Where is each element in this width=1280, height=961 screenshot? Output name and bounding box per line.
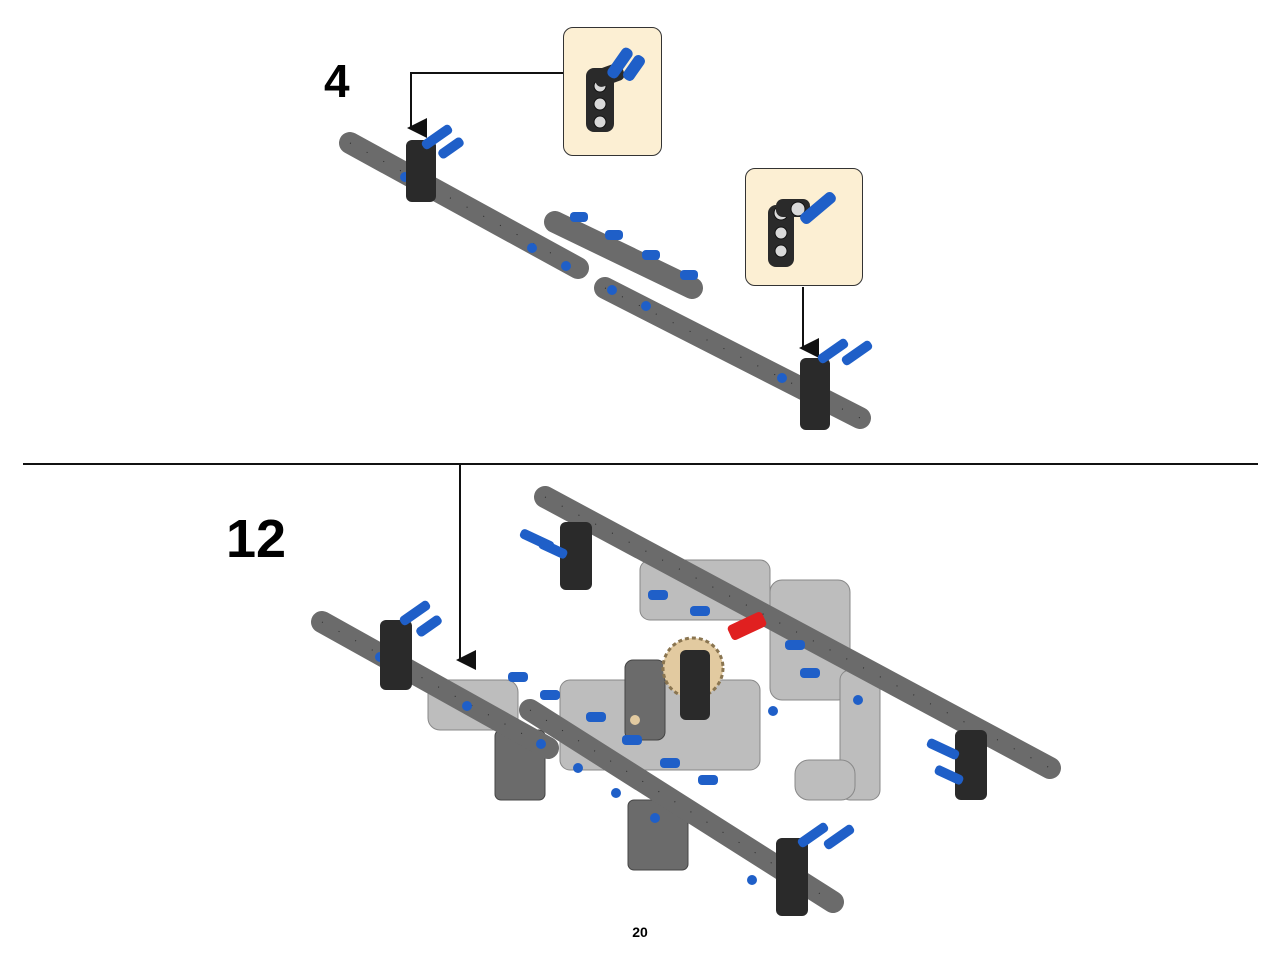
page-number: 20 bbox=[632, 924, 648, 940]
sub-step-number: 4 bbox=[324, 55, 350, 107]
black-connector-with-blue-pins-icon bbox=[586, 47, 645, 132]
dark-gray-frame-icon bbox=[494, 659, 689, 871]
black-connector-with-blue-pins-icon bbox=[519, 522, 592, 590]
sub-assembly bbox=[339, 124, 873, 430]
parts-callout-1 bbox=[563, 27, 662, 156]
black-connector-with-blue-pins-icon bbox=[380, 600, 442, 690]
main-model bbox=[311, 486, 1061, 916]
step-divider bbox=[23, 463, 1258, 465]
dark-gray-beam-icon bbox=[534, 486, 1061, 779]
dark-gray-beam-icon bbox=[544, 211, 703, 299]
black-connector-with-blue-pins-icon bbox=[776, 822, 855, 916]
placement-arrow-1 bbox=[407, 72, 563, 138]
dark-gray-beam-icon bbox=[311, 611, 559, 759]
blue-pin-icon bbox=[375, 590, 863, 885]
red-axle-icon bbox=[727, 612, 767, 640]
parts-callout-2 bbox=[745, 168, 863, 286]
black-connector-with-blue-pins-icon bbox=[768, 191, 836, 267]
black-connector-with-blue-pins-icon bbox=[406, 124, 464, 202]
black-connector-with-blue-pins-icon bbox=[800, 338, 873, 430]
tan-gear-icon bbox=[630, 636, 725, 725]
step-number: 12 bbox=[226, 509, 287, 569]
dark-gray-beam-icon bbox=[339, 132, 589, 279]
black-connector-with-blue-pins-icon bbox=[926, 730, 987, 800]
